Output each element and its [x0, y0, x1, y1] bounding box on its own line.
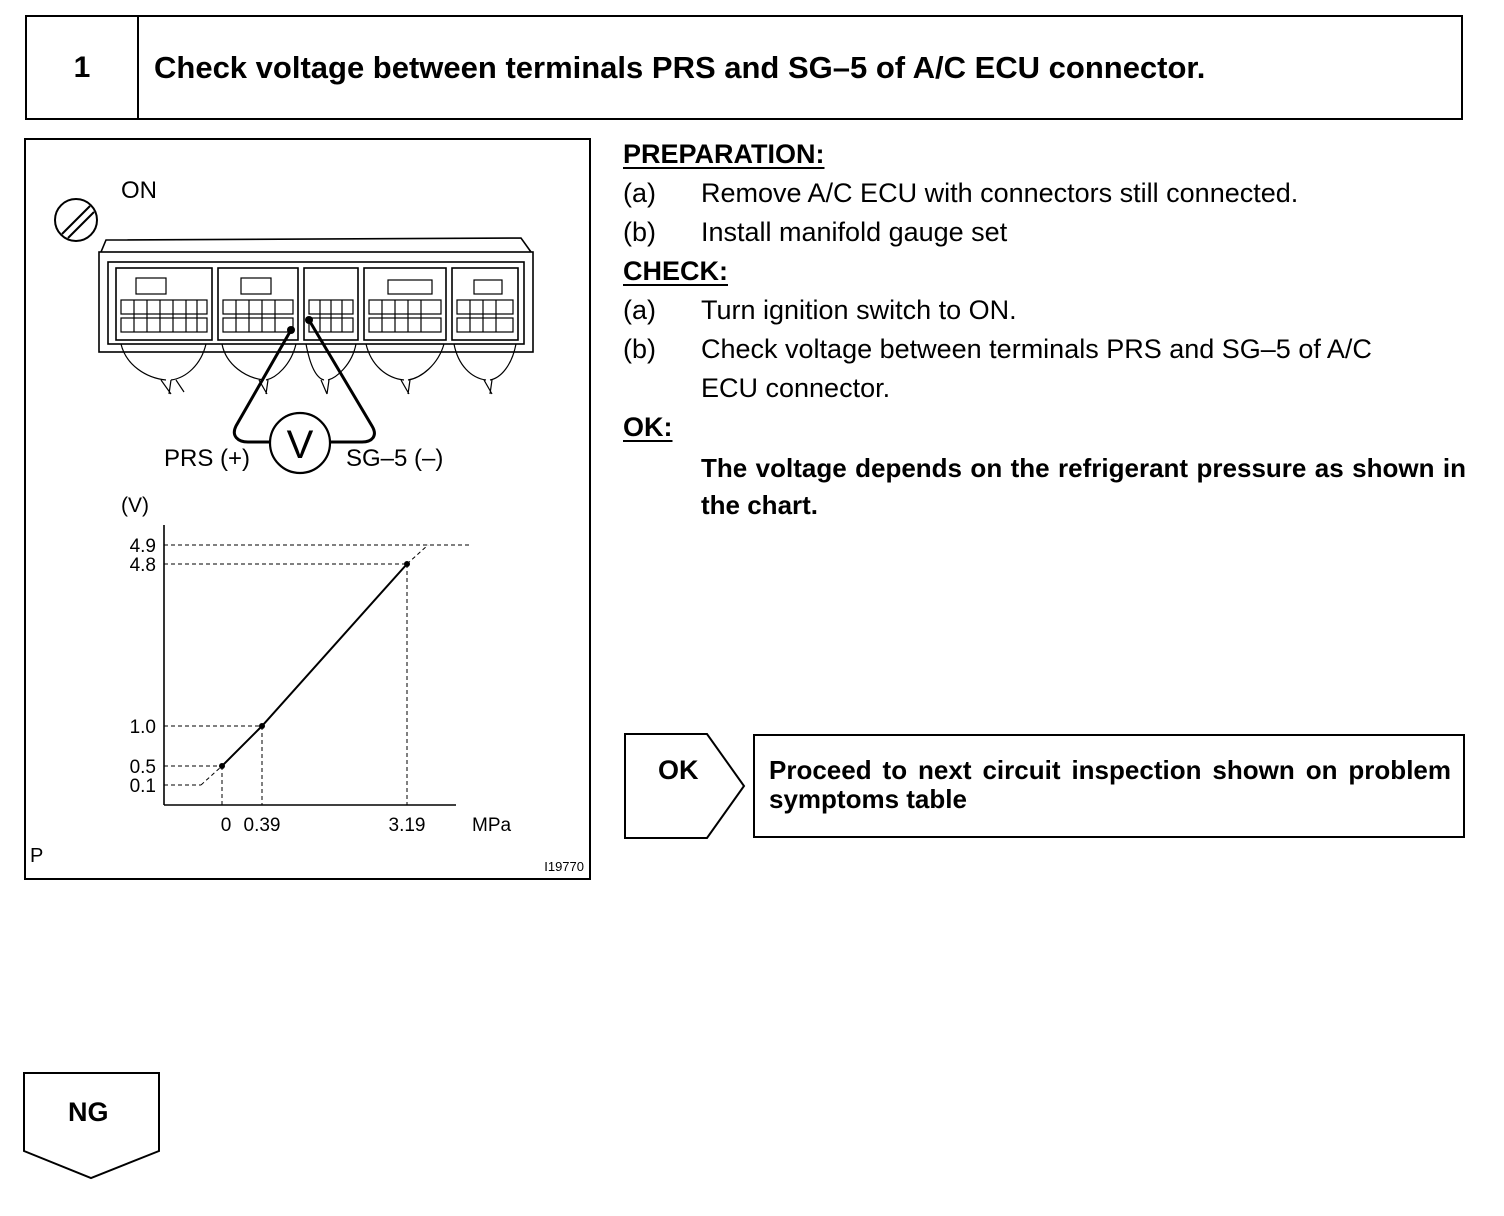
series-extension-low [200, 765, 223, 786]
ng-arrow-label: NG [68, 1097, 109, 1127]
ok-arrow-label: OK [658, 755, 699, 785]
preparation-section: PREPARATION: (a) Remove A/C ECU with con… [623, 135, 1468, 252]
ng-arrow-icon [23, 1072, 160, 1180]
ignition-on-label: ON [121, 177, 157, 204]
series-extension-high [406, 544, 429, 565]
ok-heading: OK: [623, 412, 673, 442]
item-text: Check voltage between terminals PRS and … [701, 334, 1372, 364]
x-tick-label: 3.19 [389, 815, 426, 836]
corner-code: P [30, 845, 43, 867]
item-letter: (a) [623, 295, 656, 325]
y-axis-label: (V) [121, 494, 149, 517]
test-leads [232, 319, 376, 444]
ok-section: OK: The voltage depends on the refrigera… [623, 408, 1468, 524]
x-tick-label: 0.39 [244, 815, 281, 836]
item-text: Remove A/C ECU with connectors still con… [701, 178, 1299, 208]
probe-plus-label: PRS (+) [164, 445, 250, 472]
step-title: Check voltage between terminals PRS and … [154, 49, 1206, 85]
item-text: Turn ignition switch to ON. [701, 295, 1017, 325]
preparation-item: (b) Install manifold gauge set [623, 213, 1468, 252]
y-tick-label: 1.0 [130, 717, 156, 738]
ecu-connector-icon [98, 237, 534, 395]
data-point [404, 561, 410, 567]
check-item: (b) Check voltage between terminals PRS … [623, 330, 1468, 408]
y-tick-label: 0.1 [130, 776, 156, 797]
x-tick-label: 0 [221, 815, 232, 836]
voltmeter-icon: V [268, 411, 332, 475]
ok-result-text: Proceed to next circuit inspection shown… [769, 755, 1451, 814]
ok-criteria-text: The voltage depends on the refrigerant p… [701, 453, 1466, 520]
check-heading: CHECK: [623, 256, 728, 286]
illustration-svg: ON [30, 177, 584, 874]
ignition-switch-icon [54, 198, 98, 242]
data-point [219, 763, 225, 769]
y-tick-label: 0.5 [130, 757, 156, 778]
x-axis-label: MPa [472, 815, 512, 836]
step-header: 1 Check voltage between terminals PRS an… [25, 15, 1463, 120]
y-tick-label: 4.8 [130, 555, 156, 576]
preparation-heading: PREPARATION: [623, 139, 825, 169]
probe-minus-label: SG–5 (–) [346, 445, 443, 472]
pressure-voltage-chart: 4.94.8 1.0 0.50.1 0 0.39 3.19 (V) MPa [121, 494, 512, 836]
item-text: Install manifold gauge set [701, 217, 1008, 247]
item-letter: (b) [623, 334, 656, 364]
preparation-item: (a) Remove A/C ECU with connectors still… [623, 174, 1468, 213]
y-tick-label: 4.9 [130, 536, 156, 557]
item-letter: (a) [623, 178, 656, 208]
item-text: ECU connector. [701, 373, 891, 403]
voltmeter-symbol: V [287, 423, 314, 467]
check-section: CHECK: (a) Turn ignition switch to ON. (… [623, 252, 1468, 408]
item-letter: (b) [623, 217, 656, 247]
ok-result-box: Proceed to next circuit inspection shown… [753, 734, 1465, 838]
figure-id: I19770 [544, 859, 584, 874]
data-point [259, 723, 265, 729]
step-number: 1 [27, 17, 139, 118]
ok-arrow-icon [624, 733, 746, 839]
check-item: (a) Turn ignition switch to ON. [623, 291, 1468, 330]
series-line [221, 563, 408, 767]
illustration-panel: ON [24, 138, 591, 880]
